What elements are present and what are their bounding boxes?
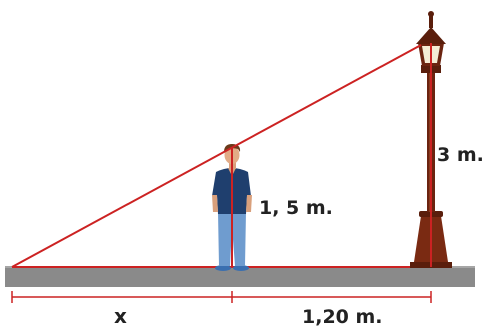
person-height-label: 1, 5 m. (259, 197, 333, 219)
shadow-length-label: x (114, 304, 127, 328)
light-ray (11, 44, 422, 268)
distance-label: 1,20 m. (302, 306, 383, 328)
ground (5, 266, 475, 287)
lamp-height-label: 3 m. (437, 144, 484, 166)
